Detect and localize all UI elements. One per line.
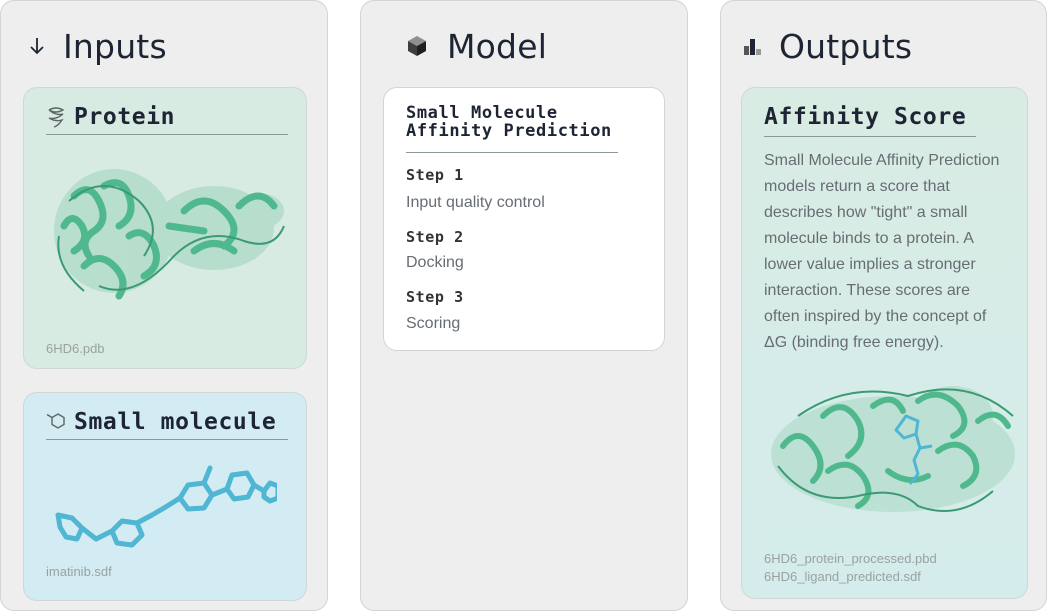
description-line: molecule binds to a protein. A <box>764 230 974 247</box>
model-card[interactable]: Small Molecule Affinity Prediction Step … <box>383 87 665 351</box>
inputs-column: Inputs Protein <box>0 0 328 611</box>
description-line: Small Molecule Affinity Prediction <box>764 152 1000 169</box>
description-line: ΔG (binding free energy). <box>764 334 944 351</box>
description-line: often inspired by the concept of <box>764 308 987 325</box>
inputs-title: Inputs <box>63 26 167 66</box>
step-1-label: Step 1 <box>406 166 464 184</box>
model-title-line-2: Affinity Prediction <box>406 121 612 141</box>
affinity-title-rule <box>764 136 976 137</box>
model-header: Model <box>405 23 547 69</box>
model-column: Model Small Molecule Affinity Prediction… <box>360 0 688 611</box>
outputs-title: Outputs <box>779 26 913 66</box>
small-molecule-title: Small molecule <box>74 409 277 435</box>
affinity-score-card[interactable]: Affinity Score Small Molecule Affinity P… <box>741 87 1028 599</box>
affinity-score-title: Affinity Score <box>764 104 967 130</box>
protein-file-label: 6HD6.pdb <box>46 341 105 356</box>
protein-structure-image <box>54 169 285 300</box>
arrow-down-icon <box>25 34 49 58</box>
cube-icon <box>405 34 429 58</box>
outputs-header: Outputs <box>741 23 912 69</box>
model-title-rule <box>406 152 618 153</box>
small-molecule-card[interactable]: Small molecule imatinib.sdf <box>23 392 307 601</box>
step-2-label: Step 2 <box>406 228 464 246</box>
description-line: lower value implies a stronger <box>764 256 976 273</box>
bar-chart-icon <box>741 34 765 58</box>
model-title: Model <box>447 26 548 66</box>
output-file-ligand: 6HD6_ligand_predicted.sdf <box>764 569 921 584</box>
step-2-value: Docking <box>406 254 464 271</box>
protein-card[interactable]: Protein <box>23 87 307 369</box>
outputs-column: Outputs Affinity Score Small Molecule Af… <box>720 0 1047 611</box>
step-3-label: Step 3 <box>406 288 464 306</box>
molecule-icon <box>46 411 70 436</box>
description-line: models return a score that <box>764 178 950 195</box>
step-3-value: Scoring <box>406 315 461 332</box>
small-molecule-title-rule <box>46 439 288 440</box>
model-card-title: Small Molecule Affinity Prediction <box>406 104 612 140</box>
output-file-protein: 6HD6_protein_processed.pbd <box>764 551 937 566</box>
protein-ligand-complex-image <box>771 386 1015 512</box>
affinity-description: Small Molecule Affinity Prediction model… <box>764 148 1024 356</box>
inputs-header: Inputs <box>25 23 167 69</box>
protein-icon <box>46 106 66 133</box>
molecule-structure-image <box>55 465 277 548</box>
model-title-line-1: Small Molecule <box>406 103 558 123</box>
protein-title-rule <box>46 134 288 135</box>
description-line: describes how "tight" a small <box>764 204 968 221</box>
step-1-value: Input quality control <box>406 194 545 211</box>
protein-title: Protein <box>74 104 176 130</box>
description-line: interaction. These scores are <box>764 282 971 299</box>
molecule-file-label: imatinib.sdf <box>46 564 112 579</box>
affinity-file-list: 6HD6_protein_processed.pbd 6HD6_ligand_p… <box>764 550 937 586</box>
